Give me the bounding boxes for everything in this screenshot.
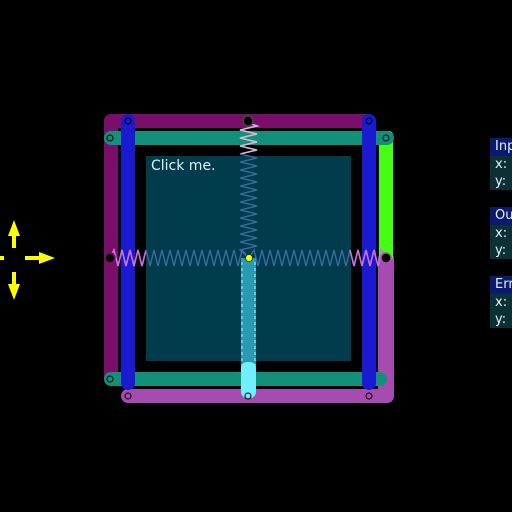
output-x-label: x: — [495, 226, 508, 241]
joint-top-center[interactable] — [242, 115, 254, 127]
spring-horizontal-right-blue — [248, 248, 351, 267]
joint-bottom-left[interactable] — [124, 392, 132, 400]
output-y-label: y: — [495, 243, 507, 258]
input-y-label: y: — [495, 174, 507, 189]
joint-bottom-center[interactable] — [244, 392, 252, 400]
vertical-slider-track[interactable] — [241, 258, 256, 368]
spring-horizontal-left-blue — [145, 248, 250, 267]
joint-bottom-right[interactable] — [365, 392, 373, 400]
spring-vertical-top — [239, 122, 260, 155]
output-y-row: y: — [490, 242, 512, 259]
blue-right-bar[interactable] — [362, 114, 376, 390]
error-y-label: y: — [495, 312, 507, 327]
blue-left-bar[interactable] — [121, 114, 135, 390]
joint-top-right[interactable] — [365, 117, 373, 125]
joint-top-left[interactable] — [124, 117, 132, 125]
joint-teal-top-left[interactable] — [106, 134, 114, 142]
center-mass-marker[interactable] — [245, 254, 253, 262]
frame-right-upper-bar[interactable] — [379, 131, 393, 261]
output-panel: Output x: y: — [490, 207, 512, 259]
joint-teal-bottom-left[interactable] — [106, 375, 114, 383]
click-me-label: Click me. — [151, 158, 216, 174]
spring-horizontal-left — [109, 247, 147, 267]
frame-right-lower-bar[interactable] — [378, 252, 394, 403]
error-x-label: x: — [495, 295, 508, 310]
frame-top-bar[interactable] — [104, 114, 374, 128]
error-panel-title: Error — [490, 276, 512, 294]
joint-left-center[interactable] — [104, 252, 116, 264]
spring-vertical-top-blue — [238, 153, 258, 259]
input-panel-title: Input — [490, 138, 512, 156]
frame-bottom-bar[interactable] — [121, 389, 394, 403]
teal-top-bar[interactable] — [104, 131, 394, 145]
joint-right-center[interactable] — [380, 252, 392, 264]
move-arrows-icon[interactable] — [0, 220, 55, 300]
error-y-row: y: — [490, 311, 512, 328]
output-x-row: x: — [490, 225, 512, 242]
vertical-slider-end[interactable] — [241, 362, 256, 398]
error-panel: Error x: y: — [490, 276, 512, 328]
joint-teal-top-right[interactable] — [382, 134, 390, 142]
input-y-row: y: — [490, 173, 512, 190]
input-x-label: x: — [495, 157, 508, 172]
error-x-row: x: — [490, 294, 512, 311]
input-panel: Input x: y: — [490, 138, 512, 190]
frame-left-bar[interactable] — [104, 114, 118, 384]
output-panel-title: Output — [490, 207, 512, 225]
input-x-row: x: — [490, 156, 512, 173]
spring-horizontal-right — [349, 247, 387, 267]
